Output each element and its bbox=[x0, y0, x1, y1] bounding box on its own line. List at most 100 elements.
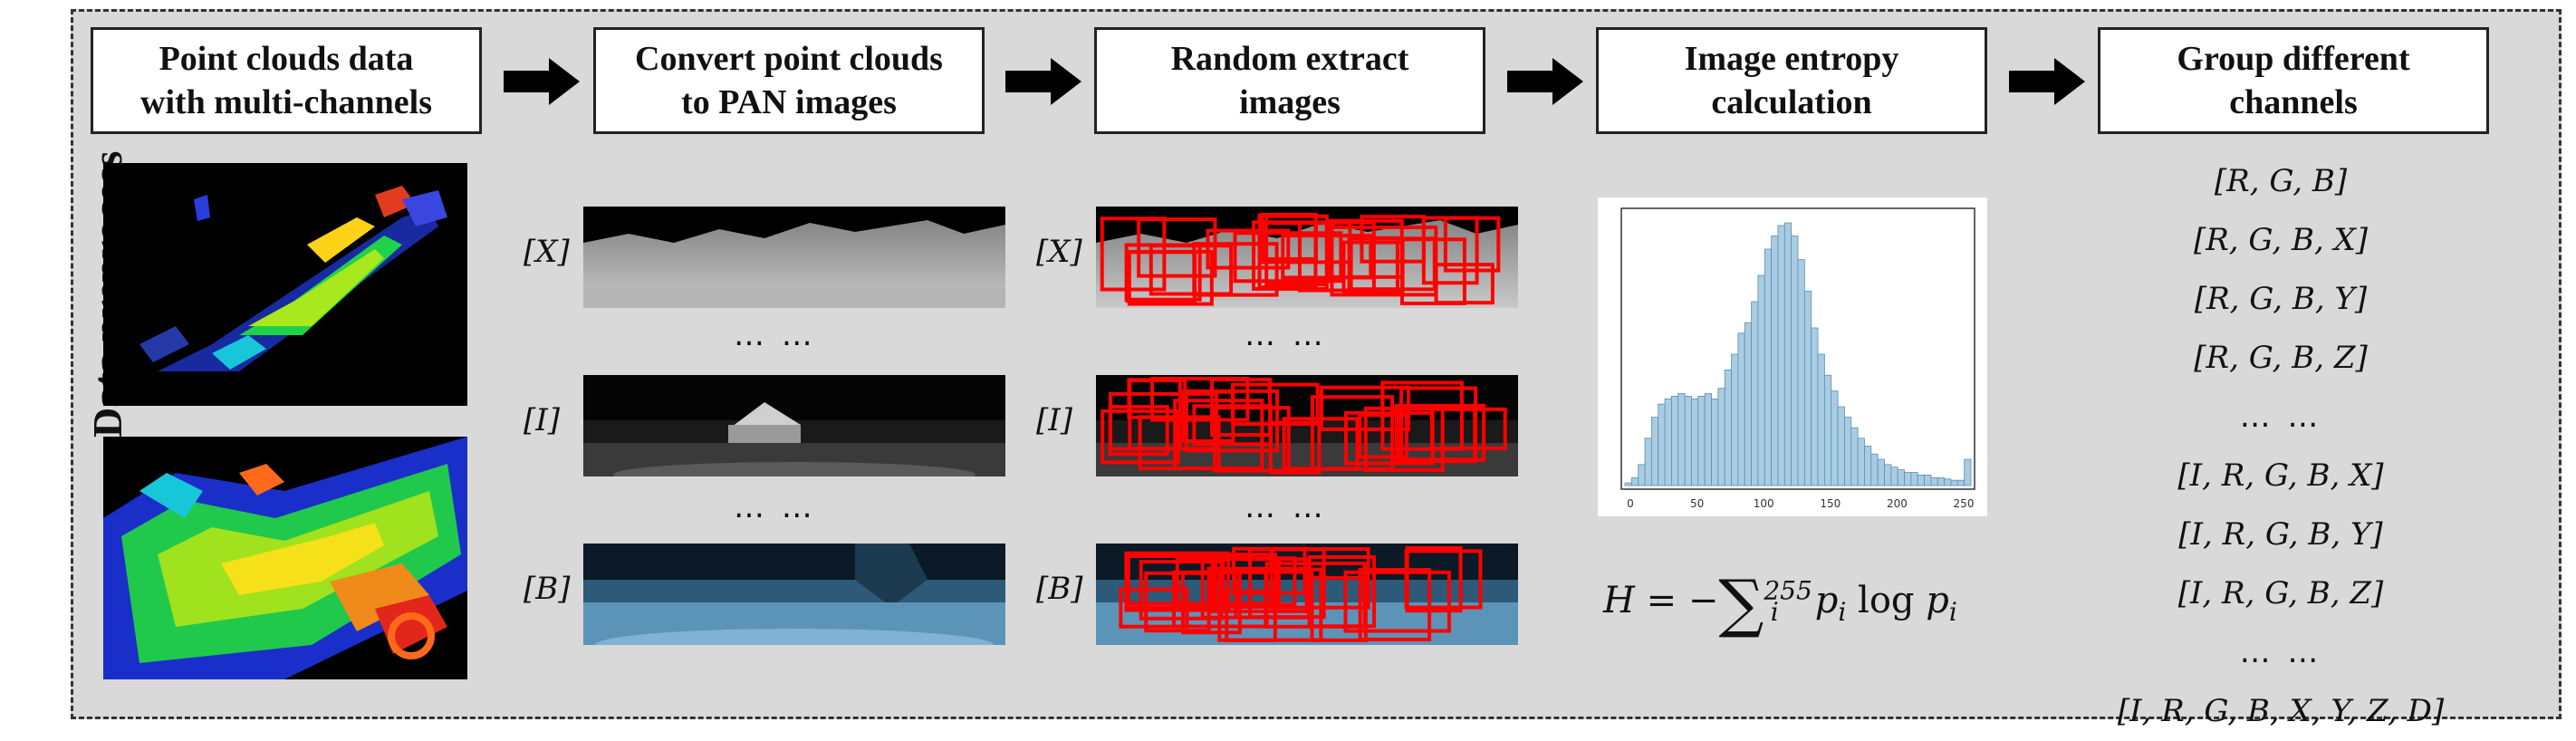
histogram-bar bbox=[1924, 474, 1932, 486]
stage-2-line1: Convert point clouds bbox=[635, 40, 943, 78]
stage-4-line2: calculation bbox=[1711, 83, 1872, 121]
histogram-bar bbox=[1691, 398, 1699, 486]
histogram-bar bbox=[1897, 469, 1905, 486]
histogram-tick-label: 150 bbox=[1820, 497, 1841, 510]
channel-ellipsis: … … bbox=[2239, 399, 2322, 435]
ellipsis: … … bbox=[1245, 489, 1327, 525]
formula-log: log bbox=[1846, 580, 1927, 621]
histogram-tick-label: 250 bbox=[1954, 497, 1975, 510]
stage-2-line2: to PAN images bbox=[681, 83, 897, 121]
histogram-bar bbox=[1950, 479, 1958, 486]
histogram-bar bbox=[1837, 406, 1845, 486]
histogram-bar bbox=[1910, 472, 1918, 486]
formula-sub: i bbox=[1770, 597, 1779, 627]
stage-3-line2: images bbox=[1239, 83, 1341, 121]
channel-group-list: [R, G, B] [R, G, B, X] [R, G, B, Y] [R, … bbox=[2091, 152, 2471, 741]
histogram-bar bbox=[1857, 438, 1865, 486]
histogram-bar bbox=[1917, 474, 1925, 486]
histogram-bar bbox=[1717, 388, 1725, 486]
histogram-bar bbox=[1956, 479, 1966, 486]
histogram-bar bbox=[1764, 248, 1773, 486]
histogram-bar bbox=[1803, 291, 1812, 486]
histogram-bar bbox=[1650, 417, 1659, 486]
arrow-right-icon bbox=[2009, 58, 2085, 105]
channel-group: [R, G, B, Z] bbox=[2194, 340, 2368, 376]
histogram-bar bbox=[1684, 395, 1692, 486]
formula-p2-sub: i bbox=[1948, 597, 1957, 627]
stage-3-line1: Random extract bbox=[1170, 40, 1409, 78]
channel-group: [I, R, G, B, X] bbox=[2177, 457, 2384, 494]
histogram-bar bbox=[1731, 353, 1739, 486]
pan-label-b: [B] bbox=[524, 571, 571, 607]
histogram-bar bbox=[1664, 398, 1672, 486]
pan-image-x bbox=[583, 207, 1005, 308]
histogram-bar bbox=[1711, 398, 1719, 486]
arrow-right-icon bbox=[1005, 58, 1081, 105]
stage-point-clouds: Point clouds data with multi-channels bbox=[91, 27, 482, 134]
histogram-bar bbox=[1797, 259, 1805, 486]
histogram-bar bbox=[1864, 446, 1872, 486]
channel-ellipsis: … … bbox=[2239, 634, 2322, 670]
stage-convert-pan: Convert point clouds to PAN images bbox=[593, 27, 985, 134]
histogram-bar bbox=[1777, 225, 1785, 486]
channel-group: [I, R, G, B, Y] bbox=[2178, 516, 2383, 553]
histogram-bar bbox=[1831, 390, 1839, 486]
histogram-bar bbox=[1817, 353, 1825, 486]
histogram-bar bbox=[1771, 236, 1779, 486]
histogram-bar bbox=[1783, 222, 1793, 486]
pan-label-i: [I] bbox=[524, 402, 560, 438]
histogram-bar bbox=[1937, 476, 1946, 486]
histogram-bar bbox=[1930, 476, 1938, 486]
histogram-bar bbox=[1811, 327, 1819, 486]
histogram-bar bbox=[1944, 478, 1952, 486]
extract-label-b: [B] bbox=[1036, 571, 1083, 607]
histogram-bar bbox=[1658, 403, 1666, 486]
histogram-bar bbox=[1638, 464, 1646, 486]
stage-1-line2: with multi-channels bbox=[140, 83, 432, 121]
pan-image-b bbox=[583, 544, 1005, 645]
stage-5-line1: Group different bbox=[2177, 40, 2410, 78]
stage-1-line1: Point clouds data bbox=[159, 40, 414, 78]
histogram-bar bbox=[1644, 438, 1652, 486]
histogram-bar bbox=[1724, 369, 1732, 486]
extract-image-i bbox=[1096, 375, 1518, 476]
extract-label-i: [I] bbox=[1036, 402, 1072, 438]
histogram-tick-label: 200 bbox=[1887, 497, 1908, 510]
stage-random-extract: Random extract images bbox=[1094, 27, 1485, 134]
channel-group: [I, R, G, B, Z] bbox=[2177, 575, 2384, 611]
point-cloud-render-top bbox=[103, 163, 467, 406]
histogram-bar bbox=[1671, 395, 1679, 486]
stage-entropy: Image entropy calculation bbox=[1596, 27, 1987, 134]
arrow-right-icon bbox=[1507, 58, 1583, 105]
histogram-bar bbox=[1744, 322, 1752, 486]
histogram-bar bbox=[1844, 417, 1852, 486]
histogram-bar bbox=[1630, 476, 1639, 486]
histogram-tick-label: 100 bbox=[1754, 497, 1774, 510]
channel-group: [I, R, G, B, X, Y, Z, D] bbox=[2117, 693, 2445, 729]
formula-lhs: H = − bbox=[1603, 580, 1719, 621]
formula-sup: 255 bbox=[1764, 575, 1812, 606]
histogram-bar bbox=[1791, 236, 1799, 486]
pan-image-i bbox=[583, 375, 1005, 476]
stage-4-line1: Image entropy bbox=[1684, 40, 1899, 78]
histogram-tick-label: 50 bbox=[1690, 497, 1704, 510]
histogram-bar bbox=[1737, 332, 1745, 486]
arrow-right-icon bbox=[504, 58, 580, 105]
channel-group: [R, G, B, X] bbox=[2193, 222, 2369, 258]
extract-label-x: [X] bbox=[1036, 234, 1082, 270]
pan-label-x: [X] bbox=[524, 234, 570, 270]
ellipsis: … … bbox=[1245, 317, 1327, 353]
histogram-bar bbox=[1823, 374, 1832, 486]
histogram-bar bbox=[1890, 467, 1898, 486]
point-cloud-render-bottom bbox=[103, 437, 467, 679]
histogram-bar bbox=[1850, 427, 1859, 486]
histogram-bar bbox=[1964, 458, 1972, 486]
ellipsis: … … bbox=[734, 317, 816, 353]
histogram-bar bbox=[1904, 472, 1912, 486]
channel-group: [R, G, B] bbox=[2214, 163, 2348, 199]
extract-image-b bbox=[1096, 544, 1518, 645]
channel-group: [R, G, B, Y] bbox=[2194, 281, 2368, 317]
formula-sum: ∑ bbox=[1718, 566, 1764, 640]
